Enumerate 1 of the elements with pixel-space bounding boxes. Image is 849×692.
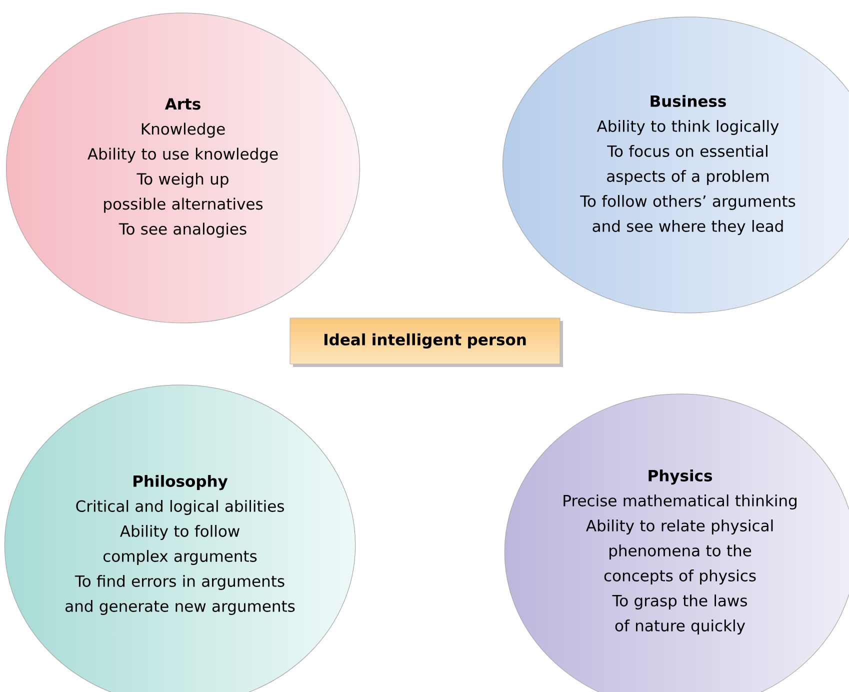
title-box: Ideal intelligent person — [290, 318, 563, 367]
